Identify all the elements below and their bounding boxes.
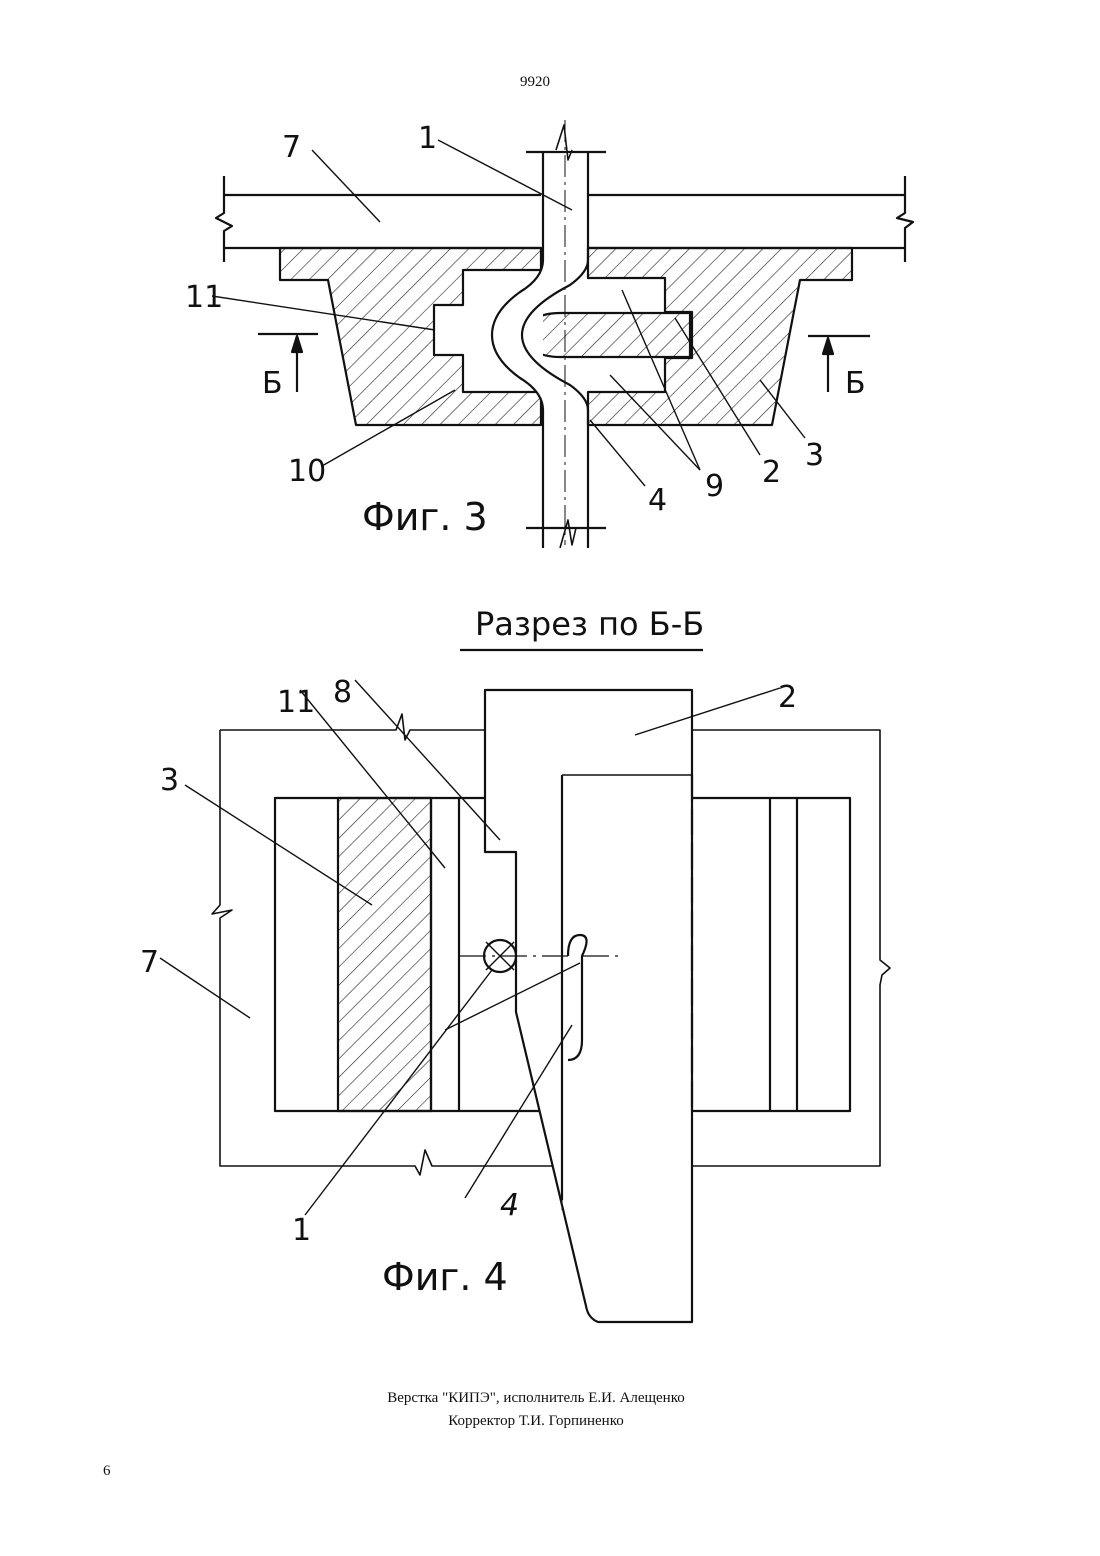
callout-3: 3: [805, 438, 824, 473]
callout-7: 7: [140, 945, 159, 980]
page-number: 6: [103, 1463, 111, 1480]
figure-3-caption: Фиг. 3: [362, 495, 488, 539]
callout-9: 9: [705, 469, 724, 504]
callout-11: 11: [277, 685, 315, 720]
rod-1: [492, 152, 543, 548]
callout-10: 10: [288, 454, 326, 489]
key-plate-2: [522, 313, 690, 357]
callout-2: 2: [778, 680, 797, 715]
footer-corrector: Корректор Т.И. Горпиненко: [0, 1413, 1072, 1430]
figure-4: [160, 680, 890, 1322]
callout-4: 4: [500, 1188, 519, 1223]
callout-2: 2: [762, 455, 781, 490]
key-plate-2-outline: [485, 690, 692, 1322]
section-mark-left-label: Б: [262, 366, 283, 401]
housing-3-hatched-wall: [338, 798, 431, 1111]
callout-3: 3: [160, 763, 179, 798]
callout-7: 7: [282, 130, 301, 165]
callout-1: 1: [418, 121, 437, 156]
figure-4-caption: Фиг. 4: [382, 1255, 508, 1299]
callout-1: 1: [292, 1213, 311, 1248]
section-title: Разрез по Б-Б: [475, 605, 704, 643]
callout-11: 11: [185, 280, 223, 315]
callout-8: 8: [333, 675, 352, 710]
footer-typesetting: Верстка "КИПЭ", исполнитель Е.И. Алещенк…: [0, 1390, 1072, 1407]
callout-4: 4: [648, 483, 667, 518]
section-mark-right-label: Б: [845, 366, 866, 401]
